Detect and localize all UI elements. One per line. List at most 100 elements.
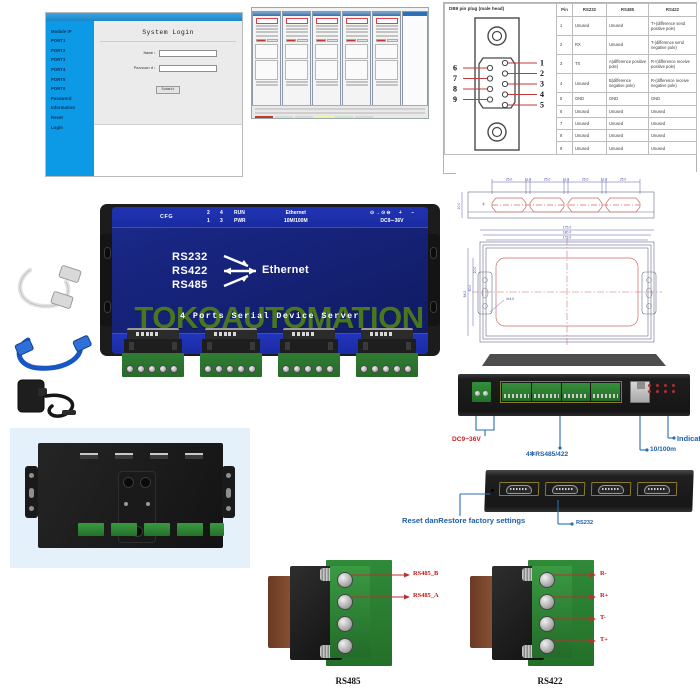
protocol-rs422: RS422 [172, 265, 208, 277]
led-numbers-col2: 4 3 [220, 210, 223, 225]
config-side-window [402, 11, 428, 107]
table-row: 9 Unused Unused Unused [445, 141, 697, 155]
power-plus-label: + [398, 210, 402, 216]
sidebar-item-password[interactable]: Password [51, 95, 72, 101]
db9-pins [370, 331, 393, 336]
cell-rs422: Unused [648, 116, 697, 131]
sidebar-item-port3[interactable]: PORT3 [51, 57, 66, 63]
svg-text:4×4.0: 4×4.0 [506, 297, 514, 301]
config-window [372, 11, 401, 107]
accessories-group [8, 262, 106, 420]
sidebar-item-port2[interactable]: PORT2 [51, 47, 66, 53]
cell-pin: 9 [556, 141, 573, 155]
terminal-screw-2 [539, 594, 555, 610]
mounting-ear-left [100, 234, 114, 326]
terminal-screw-1 [337, 572, 353, 588]
config-group-a [375, 43, 398, 59]
db9-diagram-caption: DB9 pin plug (male head) [449, 6, 505, 11]
polarity-icon: ⊙→⊙⊖ [369, 210, 392, 216]
sidebar-item-login[interactable]: Login [51, 124, 63, 130]
config-field-rows-2 [315, 81, 338, 87]
cell-rs422: R+(difference receive positive pole) [648, 53, 697, 75]
config-window-titlebar [343, 12, 370, 16]
col-header-pin: Pin [556, 3, 573, 17]
cell-rs232: Unused [572, 15, 607, 36]
cell-rs422: R-(difference receive negative pole) [648, 73, 697, 94]
serial-terminal-group [500, 381, 622, 403]
status-line [255, 112, 425, 114]
arrows-icon [223, 254, 256, 288]
password-input[interactable] [158, 65, 217, 72]
db9-terminal-adapter [122, 328, 184, 377]
config-group-b [375, 59, 398, 80]
svg-text:80.0: 80.0 [468, 285, 472, 292]
db9-connector-diagram: 1 2 3 4 5 6 7 8 9 [445, 14, 556, 154]
main-product-photo: CFG 2 1 4 3 RUN PWR Ethernet [100, 196, 440, 377]
run-pwr-labels: RUN PWR [234, 210, 246, 225]
db9-terminal-adapters-row [122, 328, 418, 377]
svg-text:20.0: 20.0 [457, 203, 461, 210]
cell-rs485: Unused [606, 141, 649, 155]
sidebar-item-port6[interactable]: PORT6 [51, 86, 66, 92]
sidebar-item-reset[interactable]: Reset [51, 114, 63, 120]
cell-rs232: GND [572, 92, 607, 106]
sidebar-item-port5[interactable]: PORT5 [51, 76, 66, 82]
cell-pin: 3 [556, 53, 573, 75]
name-field-row: Name: [94, 50, 242, 57]
led-num-1: 1 [207, 217, 210, 224]
rs422-label-r-minus: R- [600, 570, 607, 577]
mounting-ear-left [25, 466, 38, 518]
rs422-cable-hood [470, 576, 496, 648]
annotation-ethernet-speed: 10/100m [650, 446, 677, 453]
protocol-rs232: RS232 [172, 251, 208, 263]
rs485-connector-photo: RS485_B RS485_A RS485 [268, 552, 490, 692]
svg-text:6: 6 [453, 63, 457, 72]
db9-shell [283, 328, 335, 339]
faceplate-top-legend: CFG 2 1 4 3 RUN PWR Ethernet [112, 207, 428, 228]
rs422-terminal-block [532, 566, 572, 658]
config-group-b [315, 59, 338, 80]
sidebar-item-port4[interactable]: PORT4 [51, 66, 66, 72]
config-window-titlebar [313, 12, 340, 16]
password-field-row: Password: [94, 65, 242, 72]
terminal-screws [360, 365, 412, 373]
cell-rs485: Unused [606, 129, 649, 143]
config-field-rows-2 [345, 81, 368, 87]
terminal-screw-4 [539, 638, 555, 654]
config-window [312, 11, 341, 107]
svg-text:9: 9 [453, 95, 457, 104]
config-window-titlebar [373, 12, 400, 16]
serial-terminal-2 [531, 383, 561, 401]
cell-pin: 5 [556, 92, 573, 106]
led-num-2: 2 [207, 210, 210, 216]
svg-text:11.0: 11.0 [601, 178, 607, 182]
terminal-block [122, 353, 184, 377]
config-buttons [315, 38, 338, 42]
config-field-rows [375, 25, 398, 37]
cell-rs485: B)difference negative pole) [606, 73, 649, 94]
db9-terminal-adapter [356, 328, 418, 377]
svg-text:3: 3 [540, 79, 544, 88]
name-input[interactable] [158, 50, 217, 57]
terminal-block [200, 353, 262, 377]
cell-rs485: Unused [606, 104, 649, 118]
svg-text:180.0: 180.0 [563, 231, 572, 235]
cell-rs232: Unused [572, 104, 607, 118]
col-header-rs422: RS422 [648, 3, 697, 17]
serial-terminal-1 [502, 383, 531, 401]
table-row: 2 RX Unused T-(difference send negative … [445, 34, 697, 55]
config-field-rows-2 [285, 81, 308, 87]
power-legend: ⊙→⊙⊖ + – DC9∼36V [370, 210, 414, 225]
sidebar-item-port1[interactable]: PORT1 [51, 38, 66, 44]
config-group-b [255, 59, 278, 80]
bottom-view-photo [10, 428, 250, 568]
config-group-b [345, 59, 368, 80]
sidebar-item-information[interactable]: Information [51, 105, 76, 111]
adapter-body [202, 339, 260, 353]
name-label: Name: [143, 51, 156, 56]
submit-button[interactable]: Submit [156, 86, 180, 94]
config-window-titlebar [253, 12, 280, 16]
sidebar-item-module-ip[interactable]: Module IP [51, 28, 72, 34]
serial-terminal-3 [561, 383, 591, 401]
